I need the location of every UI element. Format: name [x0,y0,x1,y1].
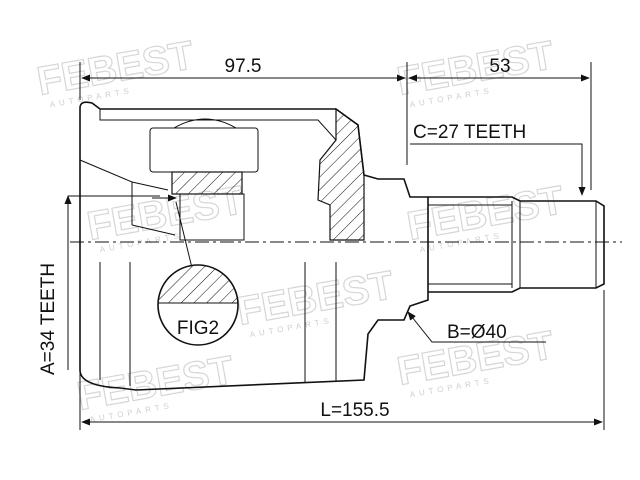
shaft [428,196,605,293]
dim-label-length-left: 97.5 [225,56,262,77]
housing [79,101,429,391]
diameter-label: B=Ø40 [447,322,507,343]
dim-label-length-right: 53 [489,56,510,77]
teeth-outer-callout: C=27 TEETH [410,122,586,196]
diameter-callout: B=Ø40 [407,311,546,343]
bottom-dimension: L=155.5 [79,290,605,430]
fig2-label: FIG2 [177,318,219,339]
teeth-inner-label: A=34 TEETH [38,263,59,375]
top-dimensions: 97.5 53 [79,56,592,190]
watermark-group: FEBEST AUTOPARTS FEBEST AUTOPARTS FEBEST… [33,33,567,425]
fig2-detail: FIG2 [157,264,239,346]
teeth-outer-label: C=27 TEETH [413,122,526,143]
total-length-label: L=155.5 [320,400,389,421]
teeth-inner-callout: A=34 TEETH [38,195,160,375]
